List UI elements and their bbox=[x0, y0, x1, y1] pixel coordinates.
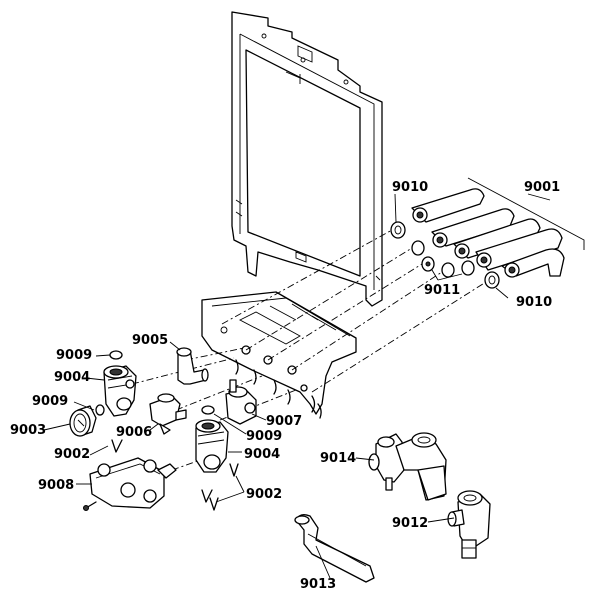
label-9004-lower: 9004 bbox=[244, 447, 280, 462]
mounting-frame bbox=[231, 11, 383, 307]
label-9004-upper: 9004 bbox=[54, 370, 90, 385]
label-9013: 9013 bbox=[300, 577, 336, 592]
valve-upper bbox=[103, 365, 137, 417]
label-9010-bottom: 9010 bbox=[516, 295, 552, 310]
label-9006: 9006 bbox=[116, 425, 152, 440]
o-ring-upper bbox=[109, 350, 123, 360]
valve-assembly-9012 bbox=[447, 490, 491, 559]
valve-assembly-9014 bbox=[368, 432, 447, 501]
label-9014: 9014 bbox=[320, 451, 356, 466]
label-9009-left: 9009 bbox=[32, 394, 68, 409]
o-ring-lower bbox=[201, 405, 215, 415]
tap-fitting bbox=[149, 393, 187, 435]
label-9002-right: 9002 bbox=[246, 487, 282, 502]
pipe-9013 bbox=[294, 514, 375, 583]
label-9011: 9011 bbox=[424, 283, 460, 298]
label-9012: 9012 bbox=[392, 516, 428, 531]
manifold-bracket bbox=[201, 291, 357, 419]
label-9003: 9003 bbox=[10, 423, 46, 438]
lower-manifold bbox=[83, 457, 177, 511]
elbow-fitting bbox=[176, 347, 209, 385]
label-9009-upper: 9009 bbox=[56, 348, 92, 363]
pipe-set bbox=[411, 177, 585, 278]
label-9002-left: 9002 bbox=[54, 447, 90, 462]
o-ring-left bbox=[95, 404, 105, 416]
label-9007: 9007 bbox=[266, 414, 302, 429]
label-9001: 9001 bbox=[524, 180, 560, 195]
valve-lower bbox=[195, 419, 229, 473]
label-9010-top: 9010 bbox=[392, 180, 428, 195]
pressure-gauge bbox=[69, 405, 97, 437]
label-9005: 9005 bbox=[132, 333, 168, 348]
valve-9007 bbox=[225, 379, 257, 425]
seal-rings bbox=[390, 221, 500, 289]
leader-lines bbox=[43, 193, 551, 579]
part-labels: 9010 9001 9011 9010 9005 9009 9004 9009 … bbox=[10, 180, 560, 592]
label-9008: 9008 bbox=[38, 478, 74, 493]
label-9009-lower: 9009 bbox=[246, 429, 282, 444]
